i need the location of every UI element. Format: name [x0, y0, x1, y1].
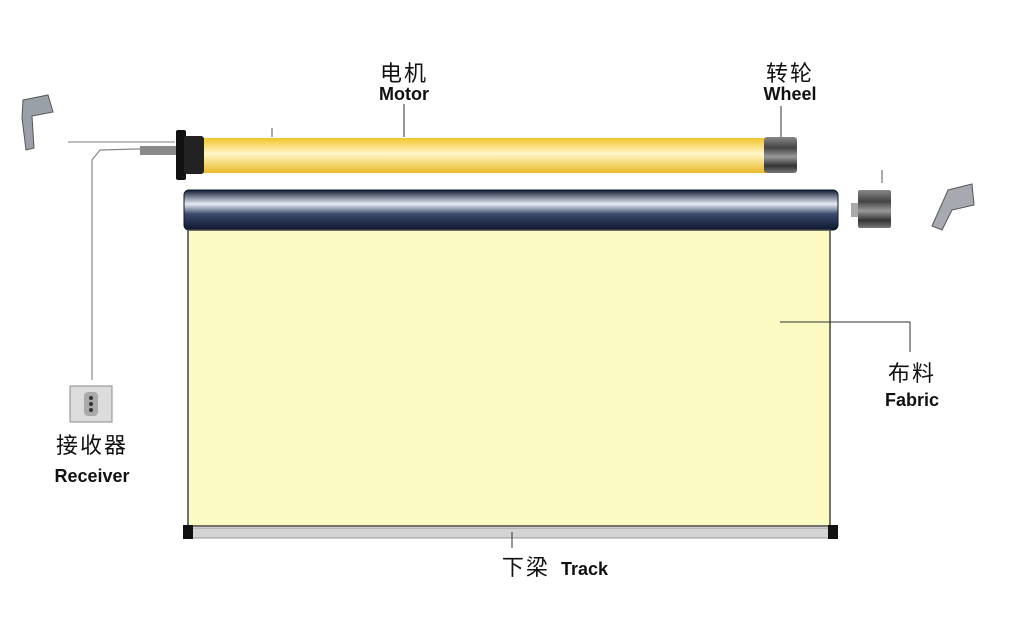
- track-label-en: Track: [561, 559, 609, 579]
- left-bracket-icon: [21, 94, 54, 151]
- motor-label: 电机 Motor: [379, 56, 429, 105]
- leader-lines: [403, 104, 911, 548]
- fabric-panel: [187, 229, 831, 527]
- receiver-label-zh: 接收器: [55, 434, 128, 459]
- roller-tube: [183, 189, 839, 231]
- receiver-label-en: Receiver: [54, 466, 130, 486]
- track-label: 下梁 Track: [502, 550, 608, 582]
- track-label-zh: 下梁: [501, 556, 550, 581]
- receiver-icon: [69, 385, 113, 423]
- fabric-label: 布料 Fabric: [885, 356, 939, 411]
- end-plug-icon: [851, 170, 891, 228]
- motor: [140, 128, 797, 180]
- fabric-label-en: Fabric: [884, 390, 940, 410]
- fabric-label-zh: 布料: [887, 362, 936, 387]
- wheel-label-zh: 转轮: [765, 62, 815, 87]
- wheel-label: 转轮 Wheel: [763, 56, 816, 105]
- motor-label-zh: 电机: [379, 62, 429, 87]
- bottom-track: [183, 525, 838, 539]
- wheel-label-en: Wheel: [763, 84, 817, 104]
- right-bracket-icon: [931, 183, 975, 231]
- receiver-label: 接收器 Receiver: [54, 428, 129, 487]
- receiver-cable: [68, 141, 176, 380]
- motor-label-en: Motor: [379, 84, 429, 104]
